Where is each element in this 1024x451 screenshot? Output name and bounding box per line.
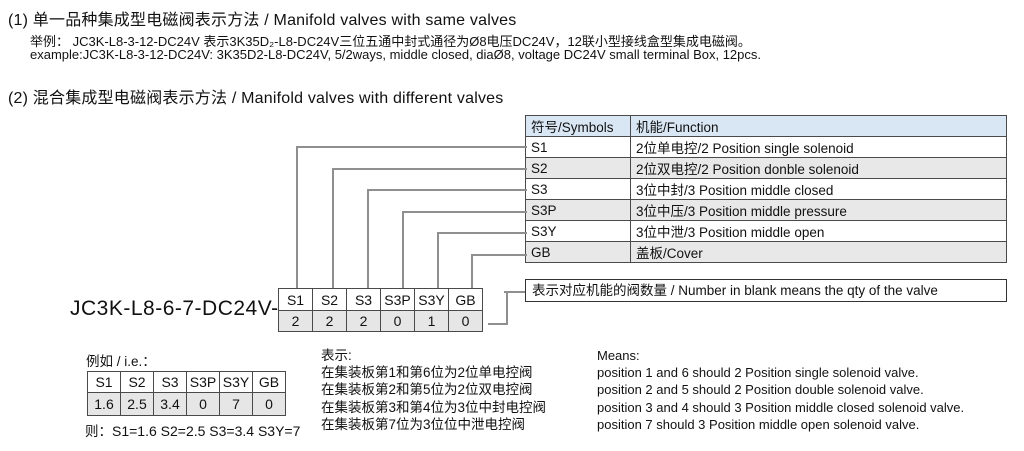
qty-value-cell: 2	[312, 310, 347, 332]
qty-header-cell: S2	[312, 288, 347, 311]
meaning-cn-line: 在集装板第2和第5位为2位双电控阀	[321, 382, 533, 398]
function-cell: 盖板/Cover	[630, 241, 1007, 263]
example-table: S1 S2 S3 S3P S3Y GB 1.6 2.5 3.4 0 7 0	[87, 371, 286, 416]
connector-line-gb	[471, 254, 527, 290]
function-cell: 3位中封/3 Position middle closed	[630, 178, 1007, 200]
symbol-cell: S3	[525, 178, 631, 200]
symbol-cell: S2	[525, 157, 631, 179]
symbol-function-table: 符号/Symbols 机能/Function S1 2位单电控/2 Positi…	[525, 115, 1007, 263]
connector-line-s3y	[437, 232, 527, 290]
example-value-cell: 0	[186, 392, 220, 416]
table-row: S2 2位双电控/2 Position donble solenoid	[525, 157, 1007, 179]
section1-example-en: example:JC3K-L8-3-12-DC24V: 3K35D2-L8-DC…	[30, 47, 761, 62]
example-value-cell: 7	[219, 392, 253, 416]
meaning-en-line: position 3 and 4 should 3 Position middl…	[597, 399, 965, 415]
qty-value-cell: 1	[414, 310, 449, 332]
example-header-cell: S3Y	[219, 371, 253, 393]
qty-value-cell: 2	[346, 310, 381, 332]
connector-line-note	[488, 291, 508, 325]
table-row: S1 2位单电控/2 Position single solenoid	[525, 136, 1007, 158]
section1-title: (1) 单一品种集成型电磁阀表示方法 / Manifold valves wit…	[8, 12, 517, 29]
connector-line-s3	[367, 189, 527, 290]
section2-title: (2) 混合集成型电磁阀表示方法 / Manifold valves with …	[8, 90, 504, 107]
example-header-cell: S1	[87, 371, 121, 393]
connector-line-note-stub	[504, 291, 525, 293]
section1-example-cn: 举例： JC3K-L8-3-12-DC24V 表示3K35D₂-L8-DC24V…	[30, 34, 751, 49]
table-row: S3 3位中封/3 Position middle closed	[525, 178, 1007, 200]
qty-header-cell: GB	[448, 288, 483, 311]
example-header-cell: S3P	[186, 371, 220, 393]
connector-line-s2	[332, 168, 527, 290]
function-cell: 2位单电控/2 Position single solenoid	[630, 136, 1007, 158]
example-value-cell: 1.6	[87, 392, 121, 416]
meaning-cn-label: 表示:	[321, 348, 352, 363]
symbol-cell: S3P	[525, 199, 631, 221]
function-cell: 2位双电控/2 Position donble solenoid	[630, 157, 1007, 179]
example-value-cell: 3.4	[153, 392, 187, 416]
example-value-cell: 0	[252, 392, 286, 416]
meaning-en-line: position 2 and 5 should 2 Position doubl…	[597, 382, 924, 398]
meaning-cn-line: 在集装板第1和第6位为2位单电控阀	[321, 365, 533, 381]
function-cell: 3位中压/3 Position middle pressure	[630, 199, 1007, 221]
symbol-cell: GB	[525, 241, 631, 263]
model-code: JC3K-L8-6-7-DC24V-	[70, 297, 279, 320]
qty-header-cell: S3P	[380, 288, 415, 311]
meaning-en-line: position 1 and 6 should 2 Position singl…	[597, 365, 919, 381]
qty-header-cell: S1	[278, 288, 313, 311]
example-result: 则：S1=1.6 S2=2.5 S3=3.4 S3Y=7	[85, 420, 300, 440]
example-header-cell: S3	[153, 371, 187, 393]
symbol-cell: S1	[525, 136, 631, 158]
qty-value-cell: 0	[380, 310, 415, 332]
table-header-row: 符号/Symbols 机能/Function	[525, 115, 1007, 137]
meaning-en-line: position 7 should 3 Position middle open…	[597, 416, 920, 432]
example-result-values: S1=1.6 S2=2.5 S3=3.4 S3Y=7	[112, 423, 301, 439]
qty-value-cell: 0	[448, 310, 483, 332]
qty-value-cell: 2	[278, 310, 313, 332]
example-header-cell: GB	[252, 371, 286, 393]
qty-table: S1 S2 S3 S3P S3Y GB 2 2 2 0 1 0	[278, 288, 483, 332]
example-header-cell: S2	[120, 371, 154, 393]
qty-note: 表示对应机能的阀数量 / Number in blank means the q…	[525, 279, 1007, 302]
table-row: S3Y 3位中泄/3 Position middle open	[525, 220, 1007, 242]
table-row: GB 盖板/Cover	[525, 241, 1007, 263]
function-cell: 3位中泄/3 Position middle open	[630, 220, 1007, 242]
function-column-header: 机能/Function	[630, 115, 1007, 137]
qty-header-cell: S3Y	[414, 288, 449, 311]
symbol-cell: S3Y	[525, 220, 631, 242]
example-value-cell: 2.5	[120, 392, 154, 416]
symbols-column-header: 符号/Symbols	[525, 115, 631, 137]
example-header-row: S1 S2 S3 S3P S3Y GB	[87, 371, 286, 393]
example-result-prefix: 则：	[85, 424, 112, 439]
qty-value-row: 2 2 2 0 1 0	[278, 310, 483, 332]
meaning-cn-line: 在集装板第7位为3位位中泄电控阀	[321, 416, 526, 432]
example-label: 例如 / i.e.：	[86, 354, 156, 369]
meaning-en-label: Means:	[597, 348, 640, 363]
qty-header-row: S1 S2 S3 S3P S3Y GB	[278, 288, 483, 311]
qty-header-cell: S3	[346, 288, 381, 311]
meaning-cn-line: 在集装板第3和第4位为3位中封电控阀	[321, 399, 547, 415]
connector-line-s3p	[402, 211, 527, 290]
table-row: S3P 3位中压/3 Position middle pressure	[525, 199, 1007, 221]
meaning-block-en: Means: position 1 and 6 should 2 Positio…	[597, 347, 964, 433]
meaning-block-cn: 表示: 在集装板第1和第6位为2位单电控阀 在集装板第2和第5位为2位双电控阀 …	[321, 347, 546, 433]
example-value-row: 1.6 2.5 3.4 0 7 0	[87, 392, 286, 416]
connector-line-s1	[296, 146, 527, 290]
